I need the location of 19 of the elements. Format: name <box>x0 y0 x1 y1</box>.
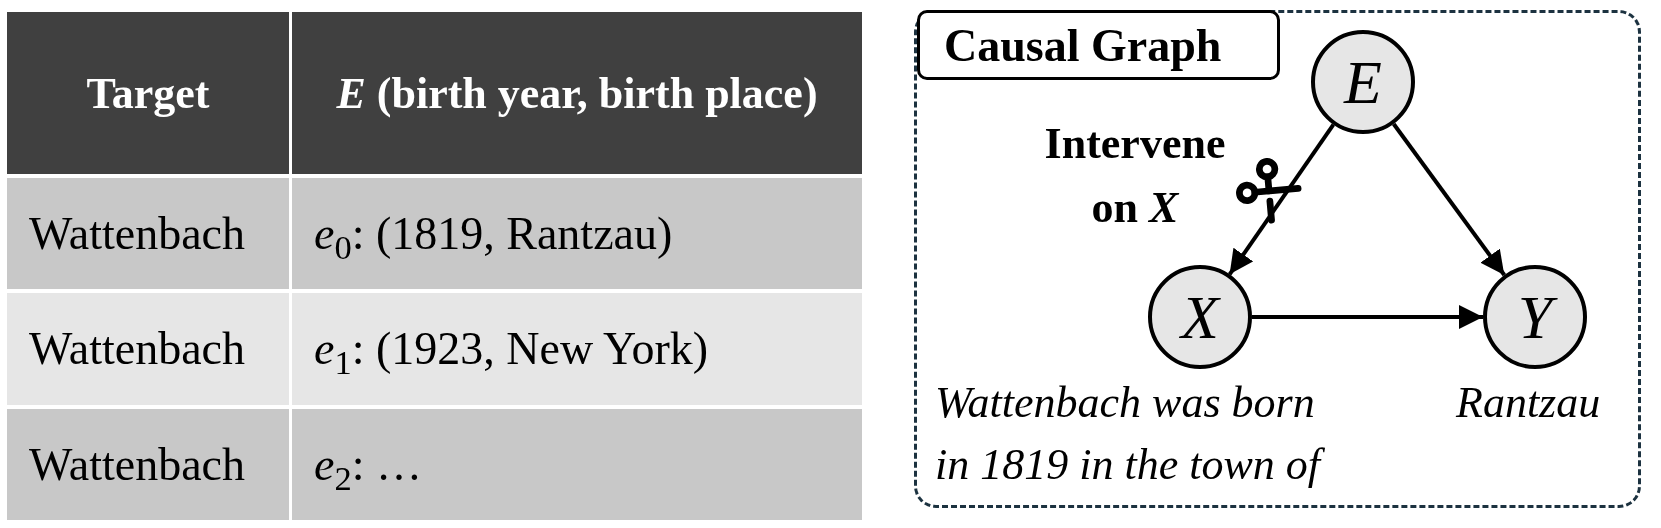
table-cell: e$_{0}$: (1819, Rantzau) <box>292 178 862 290</box>
header-cell: Target <box>7 12 289 174</box>
variable-circle: Y <box>1483 265 1587 369</box>
variable-circle: X <box>1148 265 1252 369</box>
arrow <box>1228 123 1335 276</box>
table-cell: Wattenbach <box>7 178 289 290</box>
intervention-note: Intervene on X <box>1043 118 1227 234</box>
header-cell: E (birth year, birth place) <box>292 12 862 174</box>
table-cell: Wattenbach <box>7 293 289 405</box>
arrow <box>1392 122 1506 277</box>
table-cell: Wattenbach <box>7 408 289 520</box>
dashed-panel <box>914 10 1641 508</box>
arrow <box>1252 305 1483 329</box>
table-cell: e$_{2}$: … <box>292 408 862 520</box>
node-caption: Wattenbach was born in 1819 in the town of <box>935 372 1355 496</box>
node-caption: Rantzau <box>1456 377 1602 429</box>
table-cell: e$_{1}$: (1923, New York) <box>292 293 862 405</box>
title-box: Causal Graph <box>917 10 1280 80</box>
variable-circle: E <box>1311 30 1415 134</box>
